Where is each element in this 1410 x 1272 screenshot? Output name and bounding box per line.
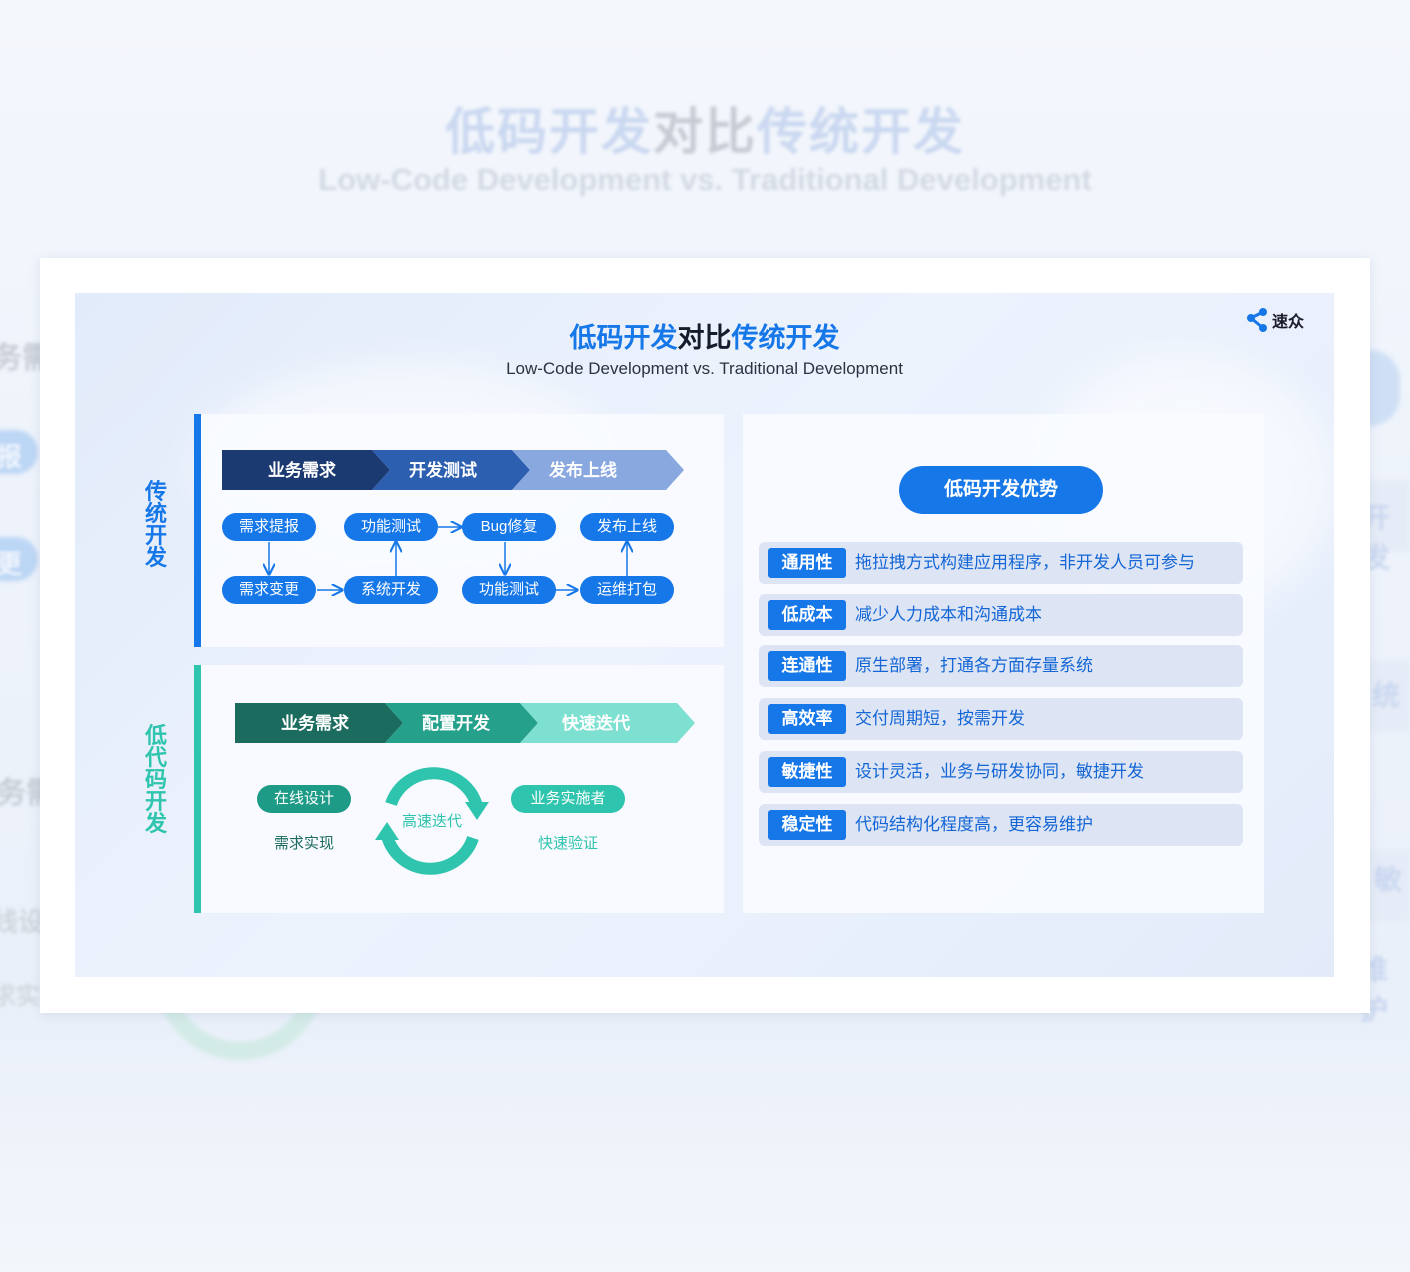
background-fragment: 求实 [0,983,40,1010]
advantage-row: 高效率 交付周期短，按需开发 [759,698,1243,740]
advantage-tag: 稳定性 [768,810,846,840]
advantage-text: 原生部署，打通各方面存量系统 [855,656,1093,675]
node-function-test: 功能测试 [344,513,438,541]
suzhong-logo-icon [1246,308,1267,332]
logo-text: 速众 [1271,314,1304,331]
page-subtitle: Low-Code Development vs. Traditional Dev… [506,359,903,378]
traditional-side-label: 传统开发 [144,479,167,570]
advantage-tag: 敏捷性 [768,757,846,787]
advantage-tag: 高效率 [768,704,846,734]
advantage-row: 稳定性 代码结构化程度高，更容易维护 [759,804,1243,846]
node-ops-packaging: 运维打包 [580,576,674,604]
business-implementer-pill: 业务实施者 [511,785,625,813]
background-pill [0,430,38,474]
advantage-row: 敏捷性 设计灵活，业务与研发协同，敏捷开发 [759,751,1243,793]
node-function-test-2: 功能测试 [462,576,556,604]
lowcode-stage-1-shape [235,703,403,743]
traditional-panel: 业务需求 开发测试 发布上线 需求提报 功能测试 Bu [194,414,724,647]
lowcode-stage-1-label: 业务需求 [281,713,349,733]
online-design-pill: 在线设计 [257,785,351,813]
advantage-tag: 通用性 [768,548,846,578]
slide: 低码开发对比传统开发 Low-Code Development vs. Trad… [75,293,1334,977]
lowcode-stage-2-shape [385,703,538,743]
traditional-stage-2-label: 开发测试 [409,460,477,480]
quick-validation-caption: 快速验证 [537,835,598,852]
main-card: 低码开发对比传统开发 Low-Code Development vs. Trad… [40,258,1370,1013]
advantage-row: 低成本 减少人力成本和沟通成本 [759,594,1243,636]
lowcode-side-label: 低代码开发 [144,723,167,836]
node-system-development: 系统开发 [344,576,438,604]
background-fragment: 统 [1372,680,1401,711]
advantage-tag: 低成本 [768,600,846,630]
high-speed-iteration-label: 高速迭代 [401,813,462,830]
advantages-header: 低码开发优势 [899,466,1103,514]
traditional-flow-arrows [194,414,724,647]
background-fragment: 线设 [0,907,45,937]
background-fragment: 更 [0,549,23,579]
advantage-row: 连通性 原生部署，打通各方面存量系统 [759,645,1243,687]
logo: 速众 [1246,307,1304,333]
traditional-accent-bar [194,414,201,647]
traditional-stage-3-shape [512,450,684,490]
page-title: 低码开发对比传统开发 [569,323,840,353]
advantage-text: 代码结构化程度高，更容易维护 [855,815,1093,834]
traditional-stage-3-label: 发布上线 [548,460,617,480]
lowcode-stage-bar: 业务需求 配置开发 快速迭代 [235,703,695,743]
advantage-text: 拖拉拽方式构建应用程序，非开发人员可参与 [855,553,1195,572]
advantage-text: 减少人力成本和沟通成本 [855,605,1042,624]
advantage-text: 交付周期短，按需开发 [855,709,1025,728]
advantages-panel: 低码开发优势 通用性 拖拉拽方式构建应用程序，非开发人员可参与 低成本 减少人力… [743,414,1264,913]
lowcode-stage-3-shape [520,703,695,743]
node-bug-fix: Bug修复 [462,513,556,541]
lowcode-stage-3-label: 快速迭代 [562,713,630,733]
iteration-cycle-icon [375,767,489,875]
background-subtitle: Low-Code Development vs. Traditional Dev… [318,162,1092,197]
advantage-tag: 连通性 [768,651,846,681]
background-pill [0,537,38,581]
requirement-realized-caption: 需求实现 [273,835,334,852]
node-release: 发布上线 [580,513,674,541]
lowcode-panel: 业务需求 配置开发 快速迭代 在线设计 需求实现 高速迭代 业务实施者 快速验证 [194,665,724,913]
node-requirement-change: 需求变更 [222,576,316,604]
advantage-row: 通用性 拖拉拽方式构建应用程序，非开发人员可参与 [759,542,1243,584]
lowcode-accent-bar [194,665,201,913]
advantage-text: 设计灵活，业务与研发协同，敏捷开发 [855,762,1144,781]
background-title: 低码开发对比传统开发 [445,104,965,160]
background-fragment: 报 [0,442,23,472]
node-requirement-report: 需求提报 [222,513,316,541]
traditional-stage-2-shape [372,450,530,490]
traditional-stage-1-shape [222,450,390,490]
traditional-stage-1-label: 业务需求 [268,460,336,480]
traditional-stage-bar: 业务需求 开发测试 发布上线 [222,450,684,490]
lowcode-stage-2-label: 配置开发 [422,713,491,733]
background-fragment: 敏 [1374,864,1403,895]
